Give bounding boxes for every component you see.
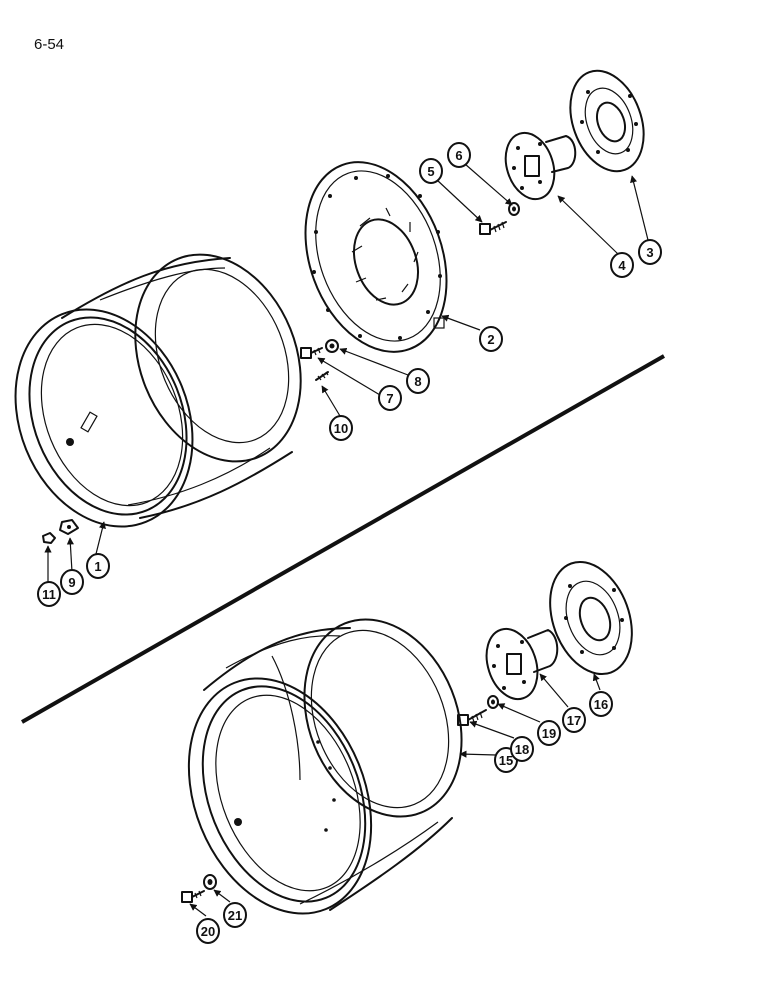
callout-18: 18	[510, 736, 534, 762]
washer-part-19	[487, 695, 499, 709]
hub-part-4	[504, 131, 577, 201]
svg-text:18: 18	[515, 742, 529, 757]
washer-part-21	[203, 874, 217, 890]
svg-text:9: 9	[68, 575, 75, 590]
callout-2: 2	[479, 326, 503, 352]
svg-text:5: 5	[427, 164, 434, 179]
svg-text:3: 3	[646, 245, 653, 260]
bolt-part-7	[300, 347, 323, 359]
flange-part-3	[569, 69, 645, 173]
callout-17: 17	[562, 707, 586, 733]
svg-text:16: 16	[594, 697, 608, 712]
svg-text:17: 17	[567, 713, 581, 728]
callout-4: 4	[610, 252, 634, 278]
lower-leaders	[189, 673, 601, 917]
disc-part-2	[304, 161, 448, 353]
svg-text:2: 2	[487, 332, 494, 347]
upper-leaders	[44, 163, 649, 582]
bolt-part-5	[479, 221, 507, 235]
rim-part-1	[14, 253, 302, 528]
svg-text:10: 10	[334, 421, 348, 436]
callout-6: 6	[447, 142, 471, 168]
svg-text:19: 19	[542, 726, 556, 741]
bolt-part-18	[457, 709, 487, 726]
callout-7: 7	[378, 385, 402, 411]
callout-9: 9	[60, 569, 84, 595]
callout-11: 11	[37, 581, 61, 607]
hub-part-17	[485, 627, 559, 701]
nut-part-11	[42, 532, 56, 544]
svg-text:15: 15	[499, 753, 513, 768]
callout-16: 16	[589, 691, 613, 717]
svg-text:8: 8	[414, 374, 421, 389]
callout-5: 5	[419, 158, 443, 184]
wing-nut-part-9	[59, 519, 79, 535]
callout-3: 3	[638, 239, 662, 265]
stud-part-10	[315, 371, 329, 381]
flange-part-16	[549, 560, 633, 676]
callout-1: 1	[86, 553, 110, 579]
svg-text:20: 20	[201, 924, 215, 939]
washer-part-8	[325, 339, 339, 353]
svg-text:4: 4	[618, 258, 626, 273]
svg-text:1: 1	[94, 559, 101, 574]
callout-15: 15	[494, 747, 518, 773]
svg-text:7: 7	[386, 391, 393, 406]
callout-8: 8	[406, 368, 430, 394]
callout-10: 10	[329, 415, 353, 441]
bolt-part-20	[181, 890, 205, 903]
page-number: 6-54	[34, 36, 65, 53]
svg-text:6: 6	[455, 148, 462, 163]
callout-19: 19	[537, 720, 561, 746]
svg-text:11: 11	[42, 587, 56, 602]
callout-21: 21	[223, 902, 247, 928]
washer-part-6	[508, 202, 520, 216]
callout-20: 20	[196, 918, 220, 944]
rim-part-15	[187, 618, 463, 915]
divider-line	[21, 354, 665, 724]
svg-text:21: 21	[228, 908, 242, 923]
